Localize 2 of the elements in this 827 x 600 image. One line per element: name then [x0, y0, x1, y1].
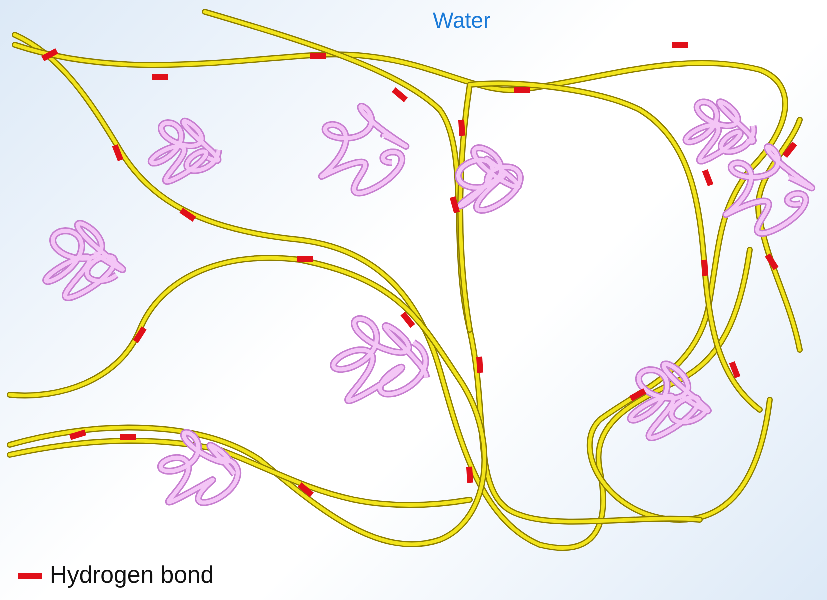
legend-label: Hydrogen bond	[50, 562, 214, 590]
label-text: Water	[433, 8, 491, 34]
